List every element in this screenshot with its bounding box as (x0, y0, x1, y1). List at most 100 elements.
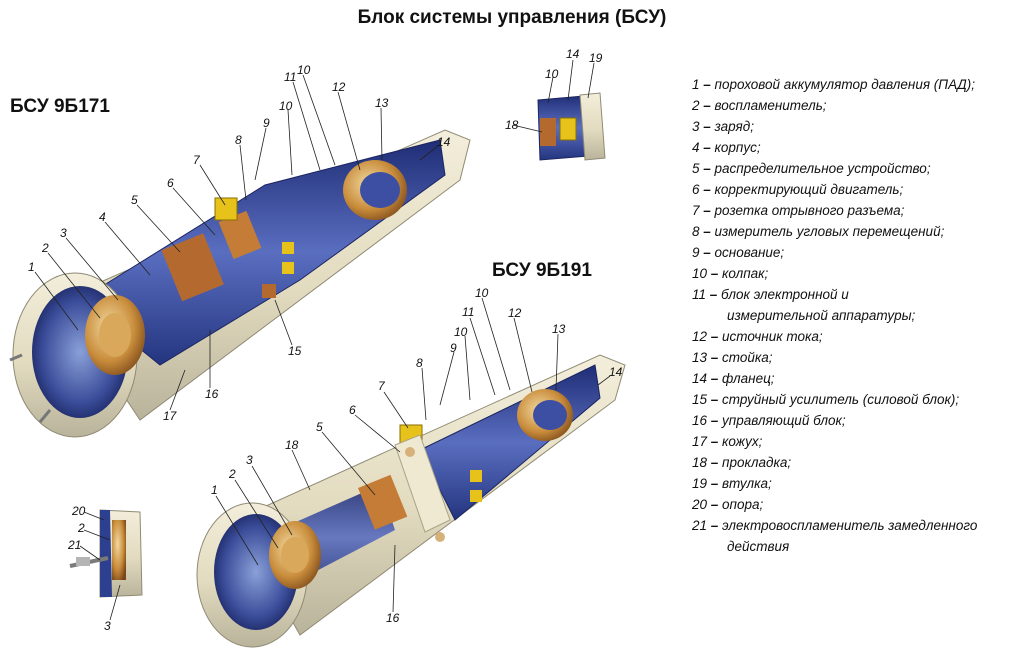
legend-dash: – (707, 434, 723, 449)
callout-8: 8 (235, 133, 242, 147)
legend-item-4: 4 – корпус; (692, 137, 1020, 158)
legend-number: 19 (692, 476, 708, 491)
cutaway-diagram: 1 2 3 4 5 6 7 8 9 10 11 10 12 13 14 15 1… (9, 47, 626, 648)
callout-labels: 1 2 3 4 5 6 7 8 9 10 11 10 12 13 14 15 1… (28, 47, 623, 633)
legend-text: источник тока; (722, 329, 823, 344)
callout-1-b: 1 (211, 483, 218, 497)
callout-10-inset: 10 (545, 67, 559, 81)
legend-item-3: 3 – заряд; (692, 116, 1020, 137)
variant-label-9b171: БСУ 9Б171 (10, 96, 110, 117)
callout-12-b: 12 (508, 306, 522, 320)
callout-8-b: 8 (416, 356, 423, 370)
inset-igniter-detail (69, 509, 143, 598)
legend-dash: – (707, 476, 723, 491)
legend-text: пороховой аккумулятор давления (ПАД); (714, 77, 975, 92)
legend-dash: – (699, 224, 715, 239)
assembly-9b171 (9, 129, 471, 438)
callout-3-c: 3 (104, 619, 111, 633)
legend-item-1: 1 – пороховой аккумулятор давления (ПАД)… (692, 74, 1020, 95)
legend-number: 15 (692, 392, 708, 407)
legend-item-18: 18 – прокладка; (692, 452, 1020, 473)
callout-20: 20 (71, 504, 86, 518)
callout-3-b: 3 (246, 453, 253, 467)
callout-11: 11 (284, 70, 296, 84)
legend-dash: – (699, 182, 715, 197)
legend-dash: – (707, 350, 723, 365)
legend-item-10: 10 – колпак; (692, 263, 1020, 284)
legend-text: колпак; (722, 266, 769, 281)
callout-13: 13 (375, 96, 389, 110)
legend-dash: – (699, 245, 715, 260)
callout-3: 3 (60, 226, 67, 240)
legend-dash: – (707, 518, 723, 533)
legend-dash: – (707, 413, 723, 428)
legend-text: распределительное устройство; (714, 161, 931, 176)
legend-number: 9 (692, 245, 700, 260)
page-title: Блок системы управления (БСУ) (357, 7, 667, 28)
legend-item-20: 20 – опора; (692, 494, 1020, 515)
legend-number: 11 (692, 287, 707, 302)
callout-6-b: 6 (349, 403, 356, 417)
legend-number: 6 (692, 182, 700, 197)
legend-text: блок электронной и (721, 287, 849, 302)
callout-4: 4 (99, 210, 106, 224)
legend-number: 1 (692, 77, 700, 92)
callout-16-b: 16 (386, 611, 400, 625)
callout-2: 2 (41, 241, 49, 255)
leader-lines (34, 59, 611, 621)
callout-14-inset: 14 (566, 47, 580, 61)
callout-18-b: 18 (285, 438, 299, 452)
callout-11-b: 11 (462, 305, 474, 319)
callout-7-b: 7 (378, 379, 386, 393)
legend-number: 12 (692, 329, 708, 344)
legend-dash: – (707, 455, 723, 470)
legend-text: электровоспламенитель замедленного (722, 518, 978, 533)
legend-dash: – (699, 140, 715, 155)
legend-item-19: 19 – втулка; (692, 473, 1020, 494)
legend-dash: – (706, 287, 722, 302)
legend-number: 10 (692, 266, 708, 281)
legend-item-21-continued: действия (727, 539, 790, 554)
legend-number: 21 (692, 518, 708, 533)
legend-number: 3 (692, 119, 700, 134)
legend-item-14: 14 – фланец; (692, 368, 1020, 389)
callout-5: 5 (131, 193, 138, 207)
legend-text: прокладка; (722, 455, 792, 470)
callout-2-c: 2 (77, 521, 85, 535)
callout-1: 1 (28, 260, 35, 274)
callout-15: 15 (288, 344, 302, 358)
callout-9-b: 9 (450, 341, 457, 355)
callout-17: 17 (163, 409, 178, 423)
legend-item-21: 21 – электровоспламенитель замедленного (692, 515, 1020, 536)
legend-text: втулка; (722, 476, 772, 491)
legend-text: опора; (722, 497, 764, 512)
callout-10-c: 10 (454, 325, 468, 339)
legend-number: 20 (692, 497, 708, 512)
callout-6: 6 (167, 176, 174, 190)
callout-19-inset: 19 (589, 51, 603, 65)
callout-14-b: 14 (609, 365, 623, 379)
variant-label-9b191: БСУ 9Б191 (492, 260, 592, 281)
legend-item-16: 16 – управляющий блок; (692, 410, 1020, 431)
assembly-9b191 (196, 354, 626, 648)
legend-item-9: 9 – основание; (692, 242, 1020, 263)
legend-text: струйный усилитель (силовой блок); (722, 392, 960, 407)
legend-number: 8 (692, 224, 700, 239)
callout-2-b: 2 (228, 467, 236, 481)
legend-dash: – (699, 77, 715, 92)
legend-item-17: 17 – кожух; (692, 431, 1020, 452)
legend-number: 7 (692, 203, 700, 218)
callout-5-b: 5 (316, 420, 323, 434)
legend-item-2: 2 – воспламенитель; (692, 95, 1020, 116)
callout-14: 14 (437, 135, 451, 149)
legend-text: воспламенитель; (714, 98, 827, 113)
legend-item-5: 5 – распределительное устройство; (692, 158, 1020, 179)
legend-number: 4 (692, 140, 700, 155)
legend-number: 17 (692, 434, 708, 449)
legend-text: розетка отрывного разъема; (714, 203, 905, 218)
legend-number: 14 (692, 371, 708, 386)
inset-flange-detail (537, 92, 606, 161)
legend-item-6: 6 – корректирующий двигатель; (692, 179, 1020, 200)
legend-dash: – (707, 497, 723, 512)
legend-text: фланец; (722, 371, 775, 386)
